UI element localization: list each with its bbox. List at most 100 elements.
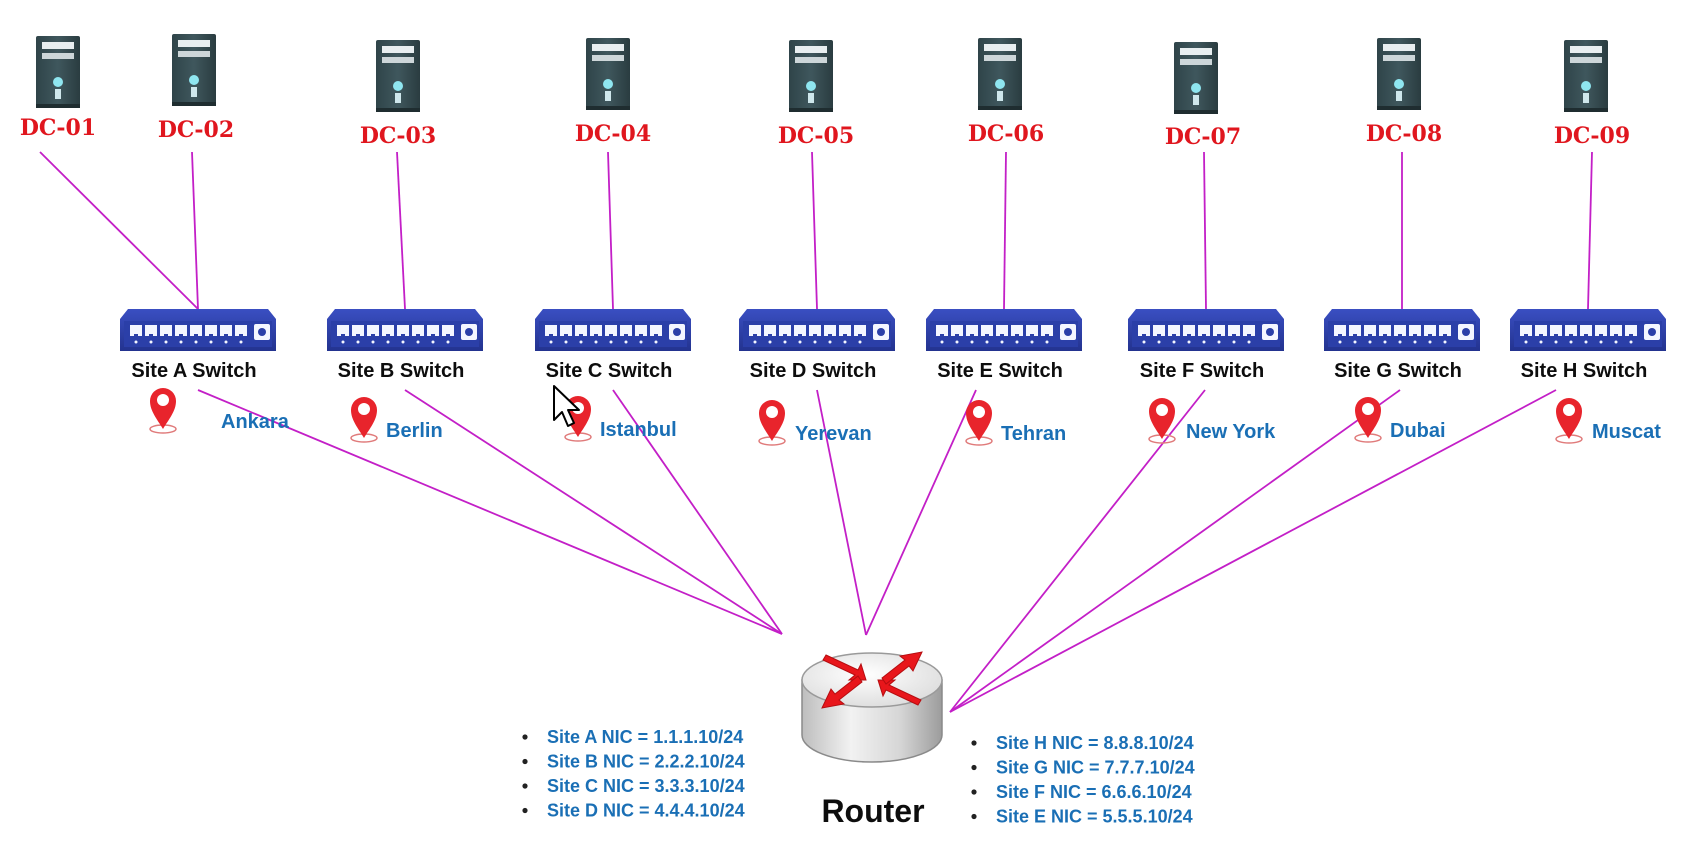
dc-label: DC-06: [968, 121, 1044, 147]
switch-label: Site H Switch: [1521, 360, 1648, 382]
domain-controller[interactable]: DC-01: [20, 36, 96, 141]
dc-switch-link: [607, 151, 614, 310]
server-tower-icon[interactable]: [1174, 42, 1218, 114]
dc-label: DC-03: [360, 123, 436, 149]
switch-router-link: [816, 389, 867, 636]
bullet-icon: [971, 764, 977, 771]
map-pin-icon: [965, 400, 993, 446]
map-pin-icon: [1555, 398, 1583, 444]
domain-controller[interactable]: DC-05: [778, 40, 854, 149]
nic-entry: Site F NIC = 6.6.6.10/24: [996, 782, 1192, 802]
domain-controller[interactable]: DC-08: [1366, 38, 1442, 147]
nic-entry: Site A NIC = 1.1.1.10/24: [547, 727, 743, 747]
switch-label: Site B Switch: [338, 360, 465, 382]
mouse-cursor-icon: [553, 385, 580, 427]
domain-controller[interactable]: DC-04: [575, 38, 651, 147]
map-pin-icon: [1148, 398, 1176, 444]
switch-label: Site C Switch: [546, 360, 673, 382]
domain-controller[interactable]: DC-02: [158, 34, 234, 143]
network-switch-icon[interactable]: [1324, 309, 1480, 351]
server-tower-icon[interactable]: [978, 38, 1022, 110]
server-tower-icon[interactable]: [36, 36, 80, 108]
city-label: Berlin: [386, 420, 443, 442]
server-tower-icon[interactable]: [376, 40, 420, 112]
map-pin-icon: [758, 400, 786, 446]
dc-label: DC-01: [20, 115, 96, 141]
switch-router-link: [612, 389, 783, 635]
nic-entry: Site G NIC = 7.7.7.10/24: [996, 758, 1195, 778]
dc-label: DC-05: [778, 123, 854, 149]
dc-switch-link: [811, 151, 818, 310]
server-tower-icon[interactable]: [789, 40, 833, 112]
switch-label: Site D Switch: [750, 360, 877, 382]
domain-controller[interactable]: DC-06: [968, 38, 1044, 147]
bullet-icon: [971, 789, 977, 795]
network-switch-icon[interactable]: [120, 309, 276, 351]
domain-controller[interactable]: DC-09: [1554, 40, 1630, 149]
bullet-icon: [522, 807, 528, 814]
city-label: Ankara: [221, 411, 290, 433]
dc-switch-link: [396, 151, 406, 310]
network-switch-icon[interactable]: [1510, 309, 1666, 351]
router-label: Router: [821, 793, 924, 829]
server-tower-icon[interactable]: [172, 34, 216, 106]
dc-switch-link: [1003, 151, 1007, 310]
network-switch-icon[interactable]: [1128, 309, 1284, 351]
nic-entry: Site H NIC = 8.8.8.10/24: [996, 733, 1194, 753]
dc-label: DC-07: [1165, 124, 1241, 150]
switch-router-link: [197, 389, 783, 635]
switch-label: Site A Switch: [131, 360, 256, 382]
city-label: Muscat: [1592, 421, 1661, 443]
city-label: Tehran: [1001, 423, 1066, 445]
domain-controllers: DC-01 DC-02 DC-03 DC-04 DC-05 DC-06 DC-07 DC-08…: [20, 34, 1630, 150]
map-pin-icon: [1354, 397, 1382, 443]
router[interactable]: Router: [801, 651, 943, 829]
router-icon[interactable]: [801, 651, 943, 763]
dc-switch-link: [1587, 151, 1593, 310]
dc-label: DC-02: [158, 117, 234, 143]
dc-label: DC-08: [1366, 121, 1442, 147]
dc-switch-link: [39, 151, 199, 310]
switch-label: Site F Switch: [1140, 360, 1264, 382]
network-links: [39, 151, 1593, 713]
server-tower-icon[interactable]: [586, 38, 630, 110]
dc-label: DC-04: [575, 121, 651, 147]
network-switch-icon[interactable]: [535, 309, 691, 351]
nic-entry: Site C NIC = 3.3.3.10/24: [547, 776, 745, 796]
bullet-icon: [522, 783, 528, 789]
nic-entry: Site D NIC = 4.4.4.10/24: [547, 801, 745, 821]
map-pin-icon: [149, 388, 177, 434]
switch-router-link: [865, 389, 977, 636]
switch-label: Site E Switch: [937, 360, 1063, 382]
domain-controller[interactable]: DC-07: [1165, 42, 1241, 150]
dc-label: DC-09: [1554, 123, 1630, 149]
network-switch-icon[interactable]: [327, 309, 483, 351]
bullet-icon: [522, 758, 528, 765]
bullet-icon: [971, 740, 977, 746]
network-switch-icon[interactable]: [739, 309, 895, 351]
nic-entry: Site E NIC = 5.5.5.10/24: [996, 807, 1193, 827]
bullet-icon: [522, 734, 528, 740]
switch-router-link: [949, 389, 1557, 713]
server-tower-icon[interactable]: [1377, 38, 1421, 110]
bullet-icon: [971, 813, 977, 820]
domain-controller[interactable]: DC-03: [360, 40, 436, 149]
nic-entry: Site B NIC = 2.2.2.10/24: [547, 752, 745, 772]
map-pin-icon: [350, 397, 378, 443]
network-switch-icon[interactable]: [926, 309, 1082, 351]
city-label: Dubai: [1390, 420, 1446, 442]
server-tower-icon[interactable]: [1564, 40, 1608, 112]
city-label: Istanbul: [600, 419, 677, 441]
